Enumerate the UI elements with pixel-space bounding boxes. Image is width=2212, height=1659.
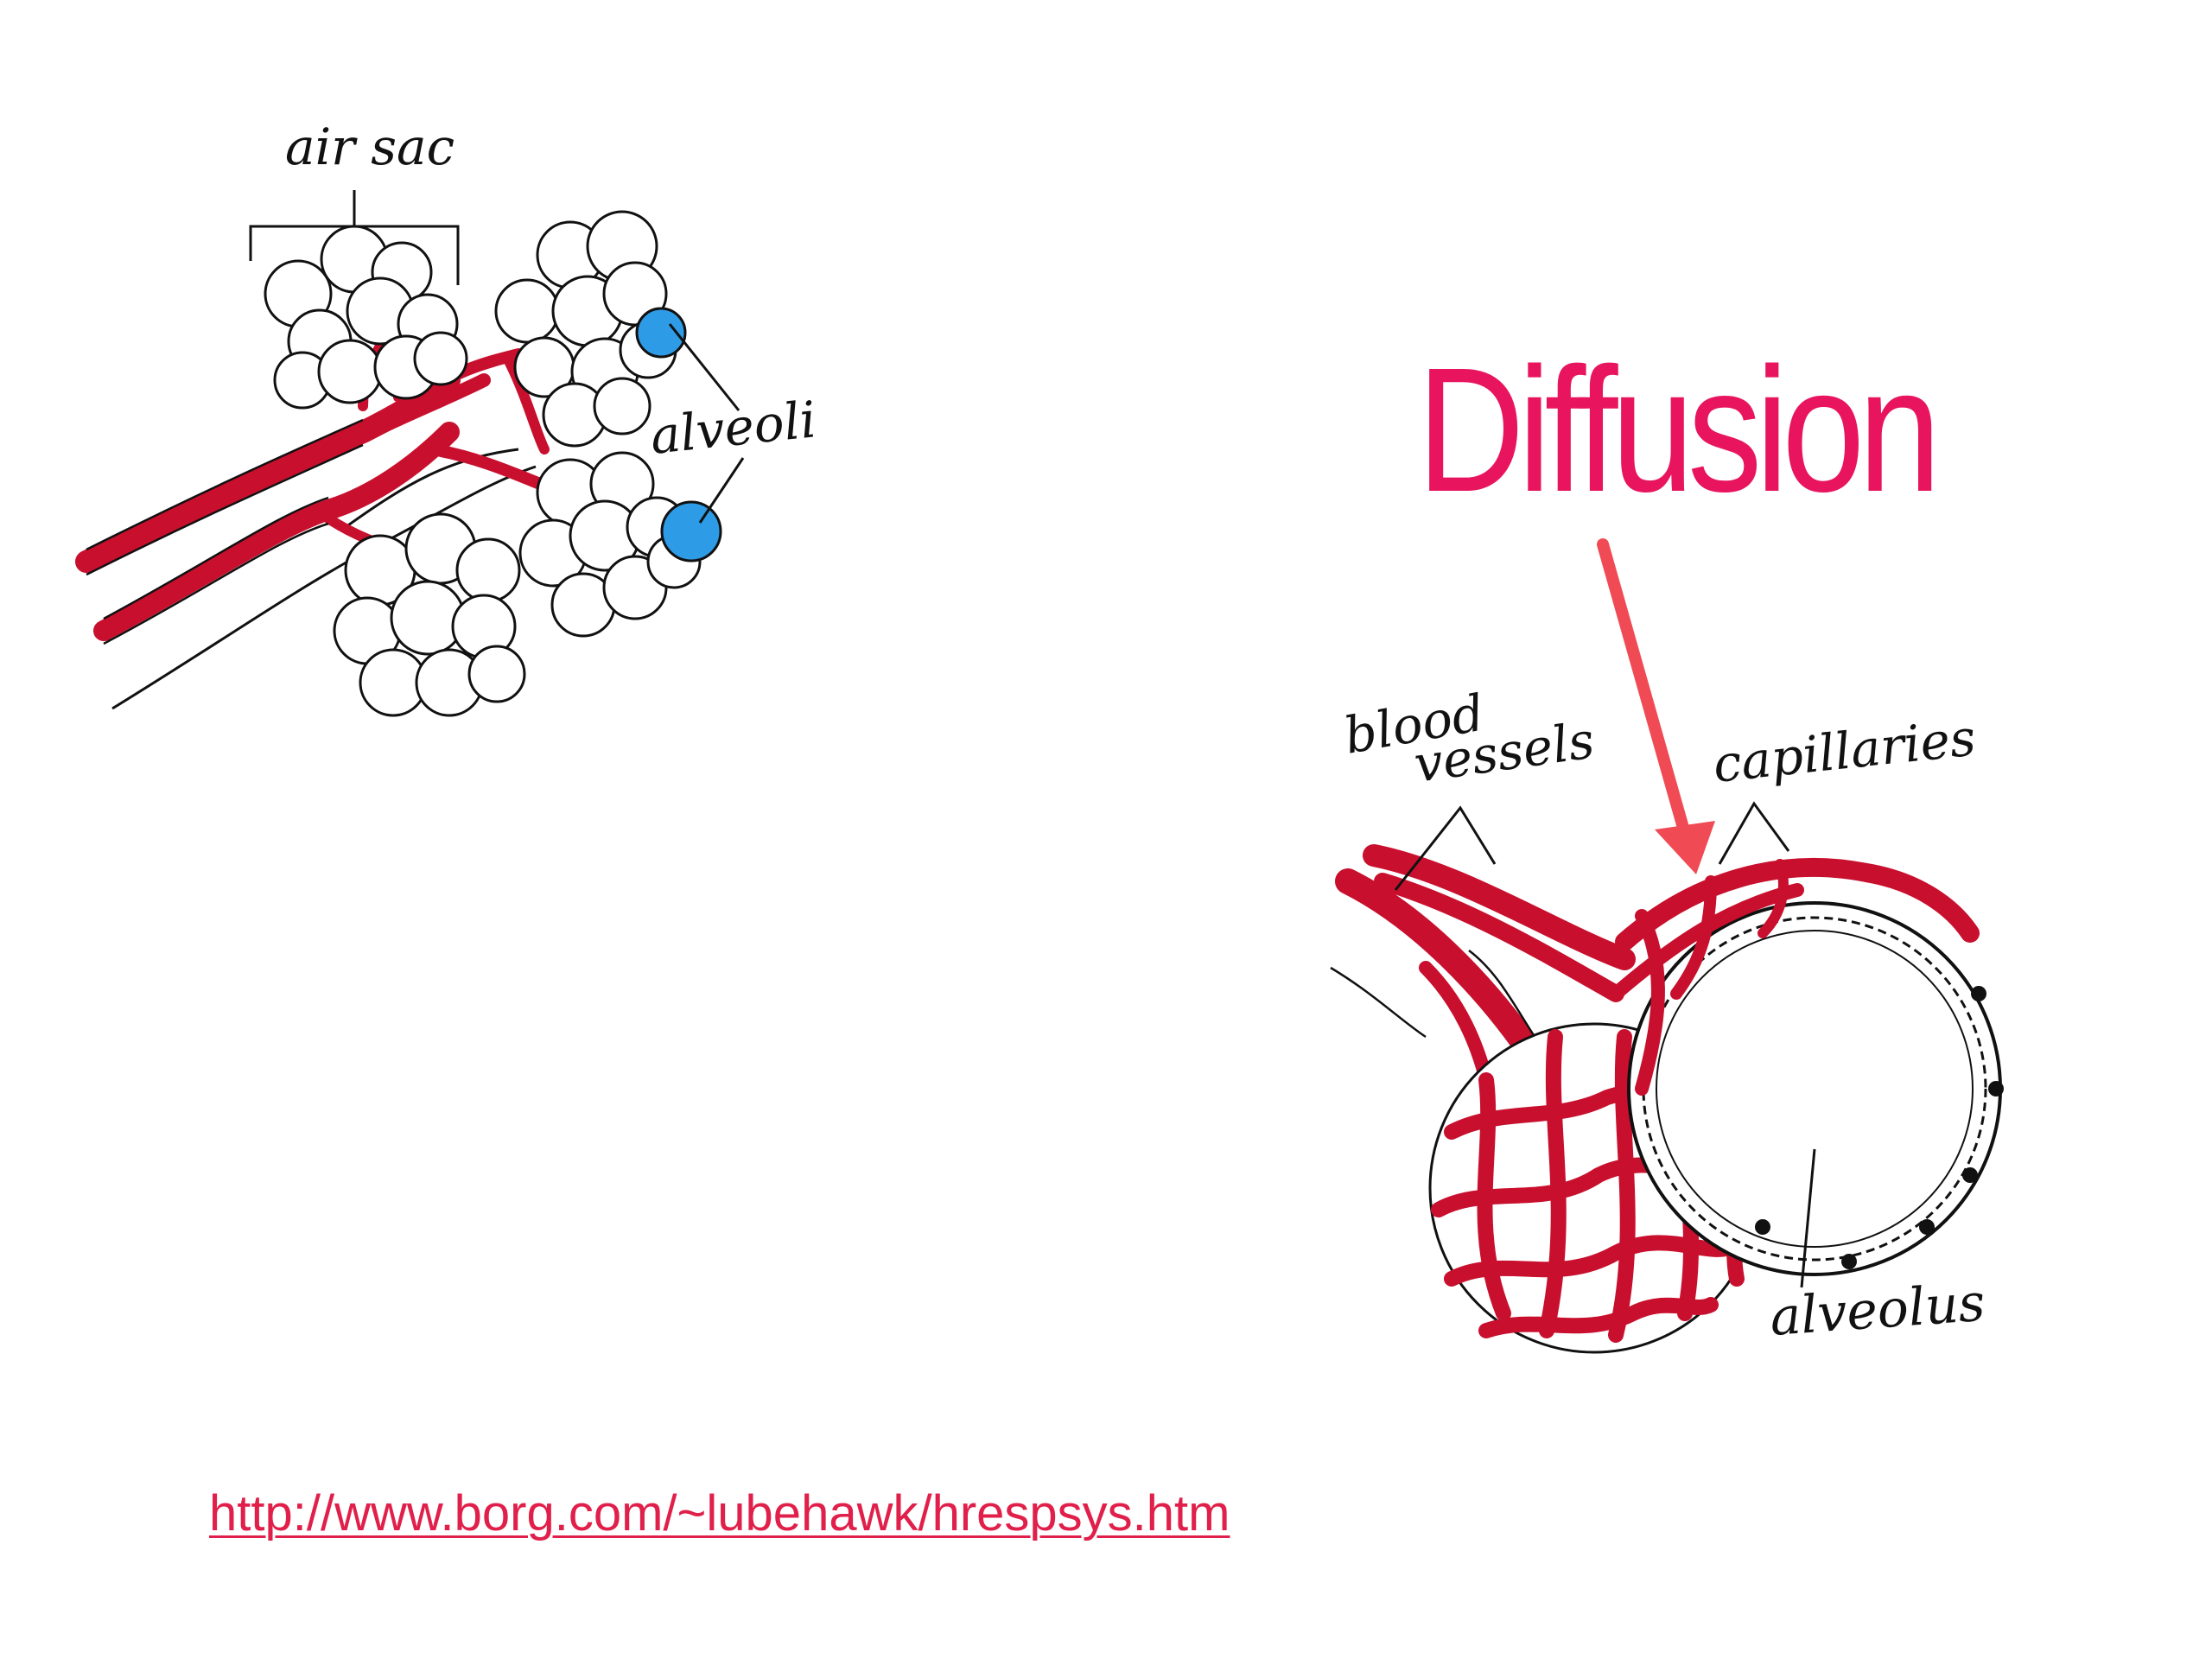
slide-title: Diffusion xyxy=(1417,331,1941,529)
capillary-diagram: blood vessels capillaries alveolus xyxy=(1330,683,2004,1354)
highlighted-alveolus-2 xyxy=(660,500,722,563)
alveolus-label: alveolus xyxy=(1768,1273,1986,1348)
alveoli-cluster-1 xyxy=(264,225,468,410)
alveoli-label: alveoli xyxy=(647,390,818,466)
capillaries-label: capillaries xyxy=(1710,708,1978,793)
air-sac-diagram: air sac alveoli xyxy=(75,118,819,717)
source-link[interactable]: http://www.borg.com/~lubehawk/hrespsys.h… xyxy=(209,1485,1230,1541)
highlighted-alveolus-1 xyxy=(635,307,687,359)
arrow-down-icon xyxy=(1597,538,1715,874)
capillary-wrap xyxy=(1609,857,1980,1096)
alveoli-cluster-4 xyxy=(333,512,526,717)
air-sac-label: air sac xyxy=(285,118,454,176)
alveolus-circle xyxy=(1627,901,2002,1276)
